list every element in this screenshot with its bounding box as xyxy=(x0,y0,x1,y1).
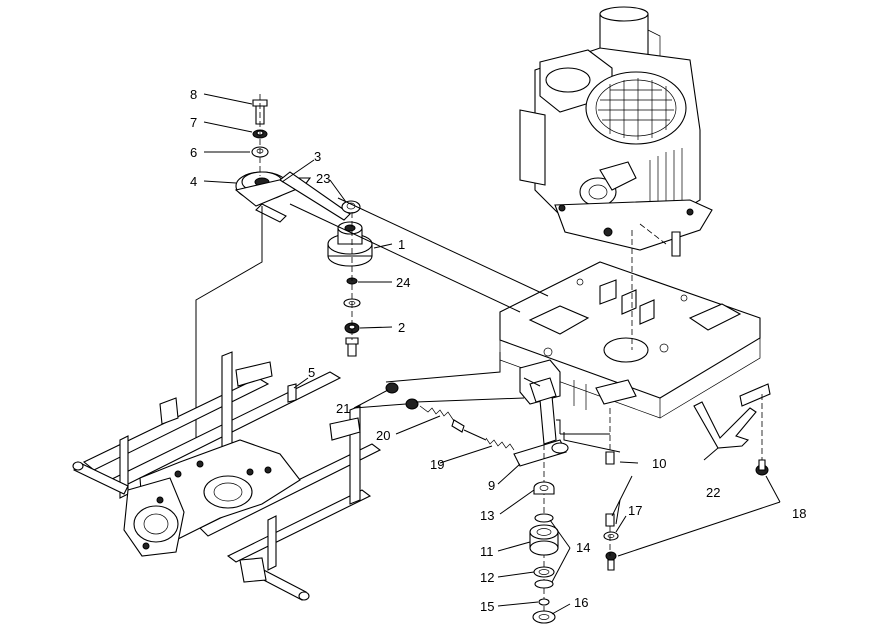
transaxle-frame xyxy=(72,206,382,601)
callout-16: 16 xyxy=(574,595,588,610)
callout-14: 14 xyxy=(576,540,590,555)
callout-9: 9 xyxy=(488,478,495,493)
callout-22: 22 xyxy=(706,485,720,500)
linkage-assembly xyxy=(385,223,771,624)
callout-20: 20 xyxy=(376,428,390,443)
callout-4: 4 xyxy=(190,174,197,189)
callout-17: 17 xyxy=(628,503,642,518)
callout-19: 19 xyxy=(430,457,444,472)
callout-13: 13 xyxy=(480,508,494,523)
callout-11: 11 xyxy=(480,544,494,559)
callout-5: 5 xyxy=(308,365,315,380)
callout-2: 2 xyxy=(398,320,405,335)
callout-1: 1 xyxy=(398,237,405,252)
callout-labels: 8 7 6 4 3 23 1 24 2 5 21 20 19 9 13 10 2… xyxy=(190,87,806,614)
callout-21: 21 xyxy=(336,401,350,416)
callout-18: 18 xyxy=(792,506,806,521)
callout-10: 10 xyxy=(652,456,666,471)
pulley-stack xyxy=(234,94,549,357)
callout-12: 12 xyxy=(480,570,494,585)
engine-assembly xyxy=(519,6,713,257)
callout-8: 8 xyxy=(190,87,197,102)
callout-leaders xyxy=(203,93,781,615)
callout-15: 15 xyxy=(480,599,494,614)
callout-23: 23 xyxy=(316,171,330,186)
callout-6: 6 xyxy=(190,145,197,160)
callout-24: 24 xyxy=(396,275,410,290)
callout-3: 3 xyxy=(314,149,321,164)
callout-7: 7 xyxy=(190,115,197,130)
